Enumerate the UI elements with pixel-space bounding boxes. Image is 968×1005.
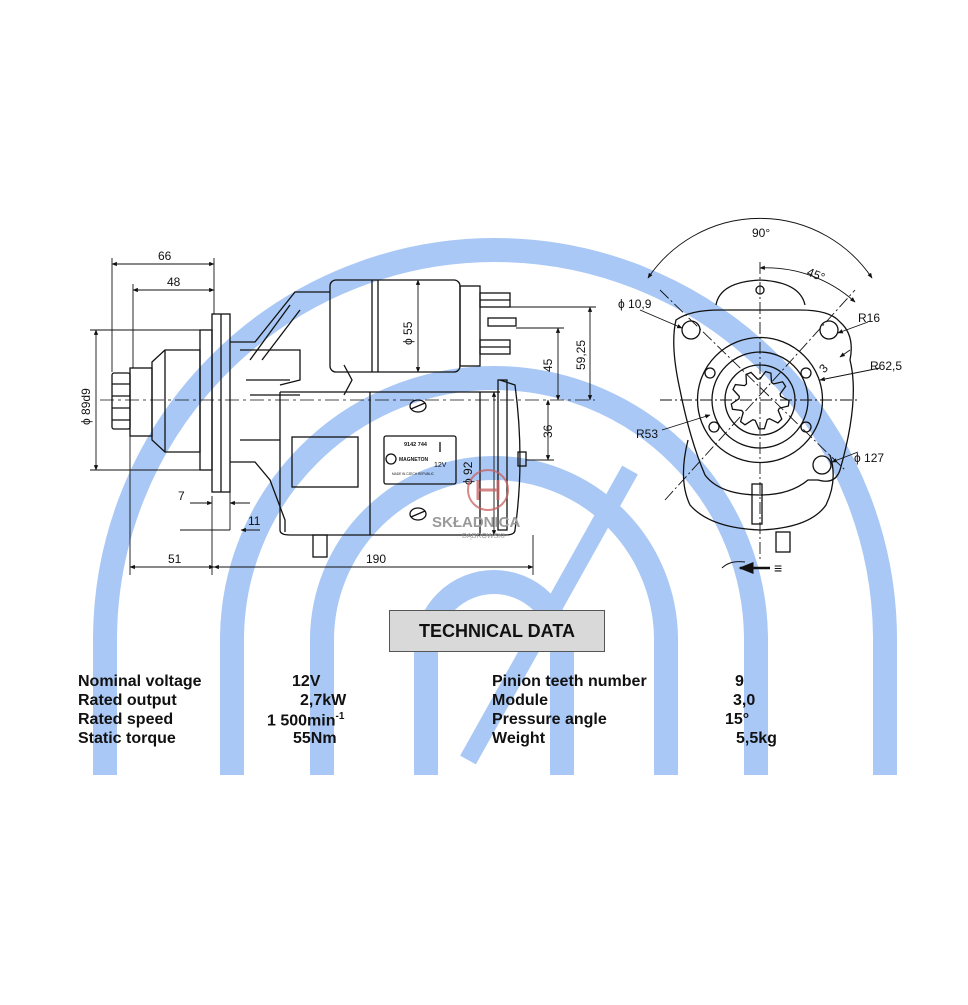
- spec-value-pressure-angle: 15°: [725, 711, 750, 728]
- nameplate-voltage: 12V: [434, 462, 447, 469]
- dim-36: 36: [541, 424, 555, 438]
- spec-value-rated-speed: 1 500min-1: [267, 711, 344, 730]
- spec-value-weight: 5,5kg: [736, 730, 777, 747]
- logo-circle-icon: [467, 469, 509, 511]
- spec-label-module: Module: [492, 692, 548, 709]
- dim-48: 48: [167, 275, 181, 289]
- dim-11: 11: [248, 514, 261, 528]
- rotation-symbol: ≡: [774, 560, 782, 576]
- angle-90: 90°: [752, 226, 770, 240]
- spec-value-static-torque: 55Nm: [293, 730, 337, 747]
- spec-label-pressure-angle: Pressure angle: [492, 711, 607, 728]
- nameplate: 9142 744 MAGNETON 12V MADE IN CZECH REPU…: [392, 442, 447, 476]
- dim-190: 190: [366, 552, 386, 566]
- dim-92: ϕ 92: [461, 461, 475, 485]
- dim-10-9: ϕ 10,9: [618, 297, 652, 311]
- spec-label-static-torque: Static torque: [78, 730, 176, 747]
- dim-3: 3: [816, 361, 831, 376]
- spec-label-nominal-voltage: Nominal voltage: [78, 673, 202, 690]
- dim-r62-5: R62,5: [870, 359, 902, 373]
- dim-55: ϕ 55: [401, 321, 415, 345]
- spec-value-module: 3,0: [733, 692, 756, 709]
- dim-r53: R53: [636, 427, 658, 441]
- spec-label-pinion-teeth: Pinion teeth number: [492, 673, 647, 690]
- dim-r16: R16: [858, 311, 880, 325]
- side-view-dimension-lines: [90, 258, 596, 575]
- rated-speed-value: 1 500min: [267, 712, 336, 730]
- dim-127: ϕ 127: [854, 451, 884, 465]
- watermark-sub: DĄBROWSKI: [462, 533, 505, 540]
- angle-45: 45°: [805, 265, 827, 285]
- starter-side-view: [100, 279, 595, 558]
- spec-label-rated-speed: Rated speed: [78, 711, 174, 728]
- spec-value-pinion-teeth: 9: [735, 673, 744, 690]
- dim-45: 45: [541, 358, 555, 372]
- rotation-direction: ≡: [721, 560, 782, 576]
- dim-66: 66: [158, 249, 172, 263]
- dim-59-25: 59,25: [574, 340, 588, 370]
- watermark-logo: SKŁADNICA DĄBROWSKI: [432, 469, 520, 540]
- spec-value-rated-output: 2,7kW: [300, 692, 347, 709]
- nameplate-brand: MAGNETON: [399, 457, 428, 463]
- dim-89d9: ϕ 89d9: [79, 388, 93, 425]
- nameplate-part-number: 9142 744: [404, 442, 428, 448]
- dim-51: 51: [168, 552, 182, 566]
- nameplate-origin: MADE IN CZECH REPUBLIC: [392, 472, 435, 476]
- pinion-gear: [730, 370, 790, 430]
- rated-speed-exponent: -1: [335, 711, 345, 722]
- dim-7: 7: [178, 489, 185, 503]
- front-view-dimension-lines: [639, 217, 881, 560]
- technical-data-title: TECHNICAL DATA: [389, 610, 605, 652]
- watermark-name: SKŁADNICA: [432, 514, 520, 531]
- technical-data-title-text: TECHNICAL DATA: [419, 620, 575, 641]
- spec-label-weight: Weight: [492, 730, 546, 747]
- spec-label-rated-output: Rated output: [78, 692, 177, 709]
- spec-value-nominal-voltage: 12V: [292, 673, 321, 690]
